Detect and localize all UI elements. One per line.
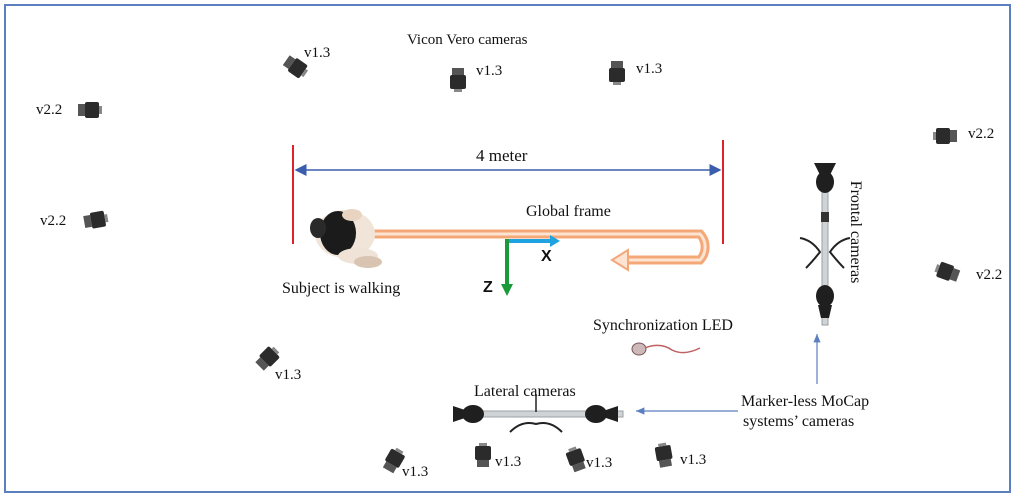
sync-led-device xyxy=(631,342,701,356)
vicon-camera-icon xyxy=(474,443,492,467)
camera-label-v22: v2.2 xyxy=(976,267,1003,283)
subject-figure xyxy=(310,209,382,268)
vicon-camera-icon xyxy=(78,101,102,119)
camera-label-v13: v1.3 xyxy=(495,454,522,470)
subject-label: Subject is walking xyxy=(282,280,401,297)
walking-path-arrowhead xyxy=(610,248,629,272)
camera-label-v22: v2.2 xyxy=(36,102,63,118)
z-axis-label: Z xyxy=(483,279,493,296)
vicon-camera-icon xyxy=(83,209,110,231)
vicon-camera-icon xyxy=(281,53,311,82)
camera-label-v13: v1.3 xyxy=(680,452,707,468)
camera-label-v22: v2.2 xyxy=(968,126,995,142)
frontal-camera-rig xyxy=(799,163,851,326)
camera-label-v13: v1.3 xyxy=(402,464,429,480)
vicon-camera-icon xyxy=(933,127,957,145)
frontal-cameras-label: Frontal cameras xyxy=(847,180,864,284)
x-axis-label: X xyxy=(541,248,552,265)
camera-label-v13: v1.3 xyxy=(304,45,331,61)
vicon-cameras-title: Vicon Vero cameras xyxy=(407,32,528,48)
vicon-camera-icon xyxy=(933,259,962,284)
vicon-camera-icon xyxy=(449,68,467,92)
lateral-cameras-label: Lateral cameras xyxy=(474,383,576,400)
distance-label: 4 meter xyxy=(476,146,528,165)
markerless-label-line2: systems’ cameras xyxy=(743,413,855,430)
global-frame-label: Global frame xyxy=(526,203,611,220)
markerless-label-line1: Marker-less MoCap xyxy=(741,393,870,410)
vicon-camera-icon xyxy=(253,343,283,373)
walking-path xyxy=(345,229,710,265)
figure-border xyxy=(4,4,1011,493)
vicon-camera-icon xyxy=(380,445,408,475)
camera-label-v13: v1.3 xyxy=(586,455,613,471)
lateral-camera-rig xyxy=(453,394,624,433)
vicon-camera-icon xyxy=(608,61,626,85)
sync-led-label: Synchronization LED xyxy=(593,317,733,334)
camera-label-v22: v2.2 xyxy=(40,213,67,229)
camera-label-v13: v1.3 xyxy=(636,61,663,77)
vicon-camera-icon xyxy=(653,442,675,469)
vicon-camera-icon xyxy=(563,445,588,474)
camera-label-v13: v1.3 xyxy=(275,367,302,383)
camera-label-v13: v1.3 xyxy=(476,63,503,79)
